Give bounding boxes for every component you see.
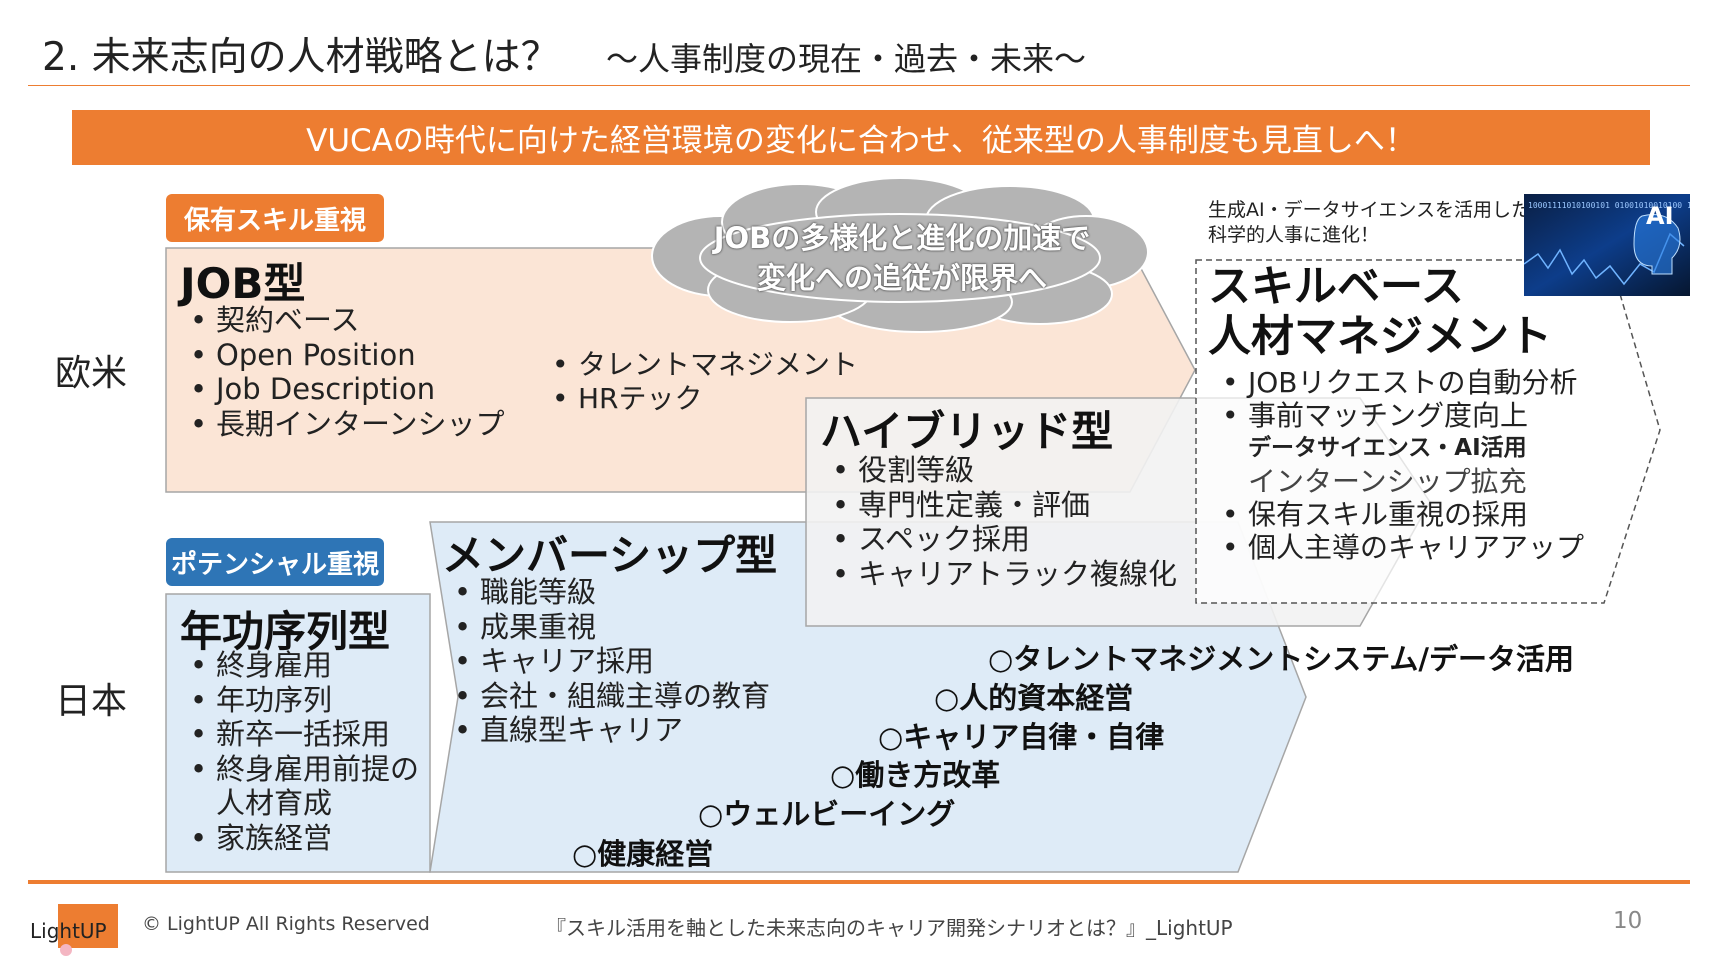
list-item-continuation-text: 人材育成 — [216, 786, 333, 820]
ai-caption-line: 科学的人事に進化！ — [1208, 224, 1380, 246]
job-type-list: 契約ベース Open Position Job Description 長期イン… — [178, 303, 505, 441]
initiative-item: ○ウェルビーイング — [698, 797, 956, 831]
list-item: 専門性定義・評価 — [820, 488, 1177, 523]
list-item: 長期インターンシップ — [178, 407, 505, 442]
job-type-extra-list: タレントマネジメント HRテック — [540, 348, 858, 416]
list-item: キャリア採用 — [442, 644, 770, 679]
skill-based-list: JOBリクエストの自動分析 事前マッチング度向上 データサイエンス・AI活用 イ… — [1210, 366, 1584, 564]
list-item: タレントマネジメント — [540, 348, 858, 382]
cloud-shape — [651, 177, 1149, 333]
hybrid-type-heading: ハイブリッド型 — [820, 407, 1114, 456]
initiative-item: ○キャリア自律・自律 — [878, 720, 1165, 754]
cloud-text-line: 変化への追従が限界へ — [756, 261, 1047, 295]
skill-based-heading-line: 人材マネジメント — [1208, 312, 1552, 362]
ai-image-digits: 10001111010100101 01001010010100 1110001… — [1528, 201, 1690, 210]
headline-banner: VUCAの時代に向けた経営環境の変化に合わせ、従来型の人事制度も見直しへ！ — [72, 110, 1650, 165]
skill-based-note-soft: インターンシップ拡充 — [1248, 465, 1527, 498]
list-item: 事前マッチング度向上 — [1210, 399, 1584, 432]
ai-image-label: AI — [1646, 202, 1674, 230]
ai-brain-image: 10001111010100101 01001010010100 1110001… — [1524, 194, 1690, 296]
page-number: 10 — [1613, 908, 1643, 934]
list-item: 会社・組織主導の教育 — [442, 679, 770, 714]
skill-based-heading: スキルベース 人材マネジメント — [1208, 262, 1552, 362]
ai-caption-line: 生成AI・データサイエンスを活用した — [1208, 199, 1531, 221]
list-item: 職能等級 — [442, 575, 770, 610]
footer-title: 『スキル活用を軸とした未来志向のキャリア開発シナリオとは？』_LightUP — [546, 916, 1233, 940]
cloud-text-line: JOBの多様化と進化の加速で — [713, 221, 1091, 255]
job-type-heading: JOB型 — [180, 259, 306, 308]
region-label-west: 欧米 — [55, 353, 128, 394]
list-item: 個人主導のキャリアアップ — [1210, 531, 1584, 564]
membership-type-list: 職能等級 成果重視 キャリア採用 会社・組織主導の教育 直線型キャリア — [442, 575, 770, 748]
logo-text: LightUP — [30, 919, 107, 943]
hybrid-type-list: 役割等級 専門性定義・評価 スペック採用 キャリアトラック複線化 — [820, 453, 1177, 591]
list-item: 直線型キャリア — [442, 713, 770, 748]
list-item: 成果重視 — [442, 610, 770, 645]
region-label-japan: 日本 — [55, 681, 128, 722]
list-item: 契約ベース — [178, 303, 505, 338]
list-item: HRテック — [540, 382, 858, 416]
list-item: スペック採用 — [820, 522, 1177, 557]
potential-focus-tag: ポテンシャル重視 — [166, 538, 384, 586]
page-subtitle: ～人事制度の現在・過去・未来～ — [606, 40, 1087, 78]
list-item: Open Position — [178, 338, 505, 373]
initiative-item: ○働き方改革 — [830, 758, 1001, 792]
list-item: 終身雇用 — [178, 648, 419, 683]
list-item: 家族経営 — [178, 821, 419, 856]
initiative-item: ○人的資本経営 — [934, 681, 1134, 715]
list-item: 終身雇用前提の — [178, 752, 419, 787]
copyright-text: © LightUP All Rights Reserved — [142, 913, 430, 935]
lightup-logo: LightUP — [18, 900, 128, 958]
initiative-item: ○タレントマネジメントシステム/データ活用 — [988, 642, 1575, 676]
list-item: JOBリクエストの自動分析 — [1210, 366, 1584, 399]
list-item: 年功序列 — [178, 683, 419, 718]
page-title: 2. 未来志向の人材戦略とは？ — [42, 35, 560, 80]
cloud-text: JOBの多様化と進化の加速で 変化への追従が限界へ — [682, 218, 1122, 298]
footer-divider — [28, 880, 1690, 884]
list-item: 保有スキル重視の採用 — [1210, 498, 1584, 531]
seniority-type-list: 終身雇用 年功序列 新卒一括採用 終身雇用前提の 人材育成 家族経営 — [178, 648, 419, 855]
membership-type-heading: メンバーシップ型 — [442, 531, 778, 580]
list-item: キャリアトラック複線化 — [820, 557, 1177, 592]
skill-focus-tag: 保有スキル重視 — [166, 194, 384, 242]
list-item: 役割等級 — [820, 453, 1177, 488]
initiative-item: ○健康経営 — [572, 837, 714, 871]
list-item-continuation: 人材育成 — [178, 786, 419, 821]
skill-based-note-strong: データサイエンス・AI活用 — [1248, 435, 1527, 461]
ai-caption: 生成AI・データサイエンスを活用した 科学的人事に進化！ — [1208, 198, 1530, 248]
list-item: 新卒一括採用 — [178, 717, 419, 752]
list-item: Job Description — [178, 372, 505, 407]
headline-banner-text: VUCAの時代に向けた経営環境の変化に合わせ、従来型の人事制度も見直しへ！ — [306, 123, 1416, 159]
title-divider — [28, 85, 1690, 86]
skill-based-heading-line: スキルベース — [1208, 262, 1464, 312]
